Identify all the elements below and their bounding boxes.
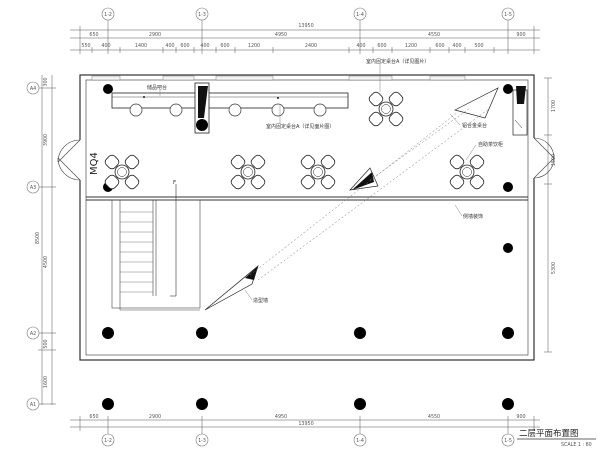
top-dimension-total: 13950 [298, 23, 313, 29]
light-beam-dashed [249, 107, 491, 281]
svg-text:室内固定桌台A（详见面片图）: 室内固定桌台A（详见面片图） [266, 123, 334, 130]
svg-text:1700: 1700 [551, 100, 557, 112]
svg-text:8500: 8500 [35, 232, 41, 244]
table-set-1 [367, 90, 405, 128]
svg-text:1400: 1400 [135, 43, 147, 49]
svg-text:400: 400 [200, 43, 209, 49]
svg-text:室内固定桌台A（详见图片）: 室内固定桌台A（详见图片） [366, 58, 429, 65]
svg-text:1600: 1600 [43, 376, 49, 388]
svg-text:1-4: 1-4 [356, 438, 364, 444]
top-dimension-lines [70, 26, 540, 54]
bar-stools [129, 103, 327, 117]
svg-text:A2: A2 [30, 331, 36, 337]
svg-text:400: 400 [452, 43, 461, 49]
svg-text:2900: 2900 [149, 414, 161, 420]
bar-counter [111, 92, 349, 109]
svg-text:600: 600 [220, 43, 229, 49]
svg-text:550: 550 [81, 43, 90, 49]
structural-columns [102, 84, 514, 410]
svg-text:1-3: 1-3 [198, 438, 206, 444]
door-code-label: MQ4 [89, 152, 100, 175]
top-dimension-sub-segments: 550 400 1400 400 600 400 600 1200 2400 4… [81, 43, 483, 49]
svg-text:4950: 4950 [275, 414, 287, 420]
svg-text:600: 600 [180, 43, 189, 49]
annotation-labels: 储品吧台 室内固定桌台A（详见图片） 室内固定桌台A（详见面片图） 铝合金桌台 … [147, 58, 503, 304]
svg-text:自助茶饮柜: 自助茶饮柜 [478, 141, 503, 148]
svg-text:4950: 4950 [275, 32, 287, 38]
right-door [533, 137, 555, 179]
svg-text:5300: 5300 [551, 262, 557, 274]
stair-treads [120, 211, 153, 293]
right-dimension-labels: 1700 1500 5300 [551, 100, 557, 274]
svg-text:A4: A4 [30, 86, 36, 92]
feature-wall-bottom [204, 264, 259, 311]
svg-text:侧墙装饰: 侧墙装饰 [463, 213, 483, 220]
drawing-title: 二层平面布置图 [519, 428, 579, 439]
svg-text:500: 500 [474, 43, 483, 49]
left-dimension-lines [38, 75, 56, 405]
svg-text:600: 600 [377, 43, 386, 49]
svg-text:1-5: 1-5 [504, 438, 512, 444]
table-set-3 [229, 153, 267, 191]
column-axis-labels-top: 1-2 1-3 1-4 1-5 [104, 12, 512, 18]
svg-text:4550: 4550 [428, 414, 440, 420]
stair-label: F [173, 180, 176, 186]
svg-text:造型墙: 造型墙 [253, 297, 268, 304]
interior-wall [86, 196, 528, 201]
stair-arrow [170, 184, 177, 297]
top-wall-segments [91, 75, 466, 81]
svg-text:500: 500 [43, 339, 49, 348]
svg-text:400: 400 [165, 43, 174, 49]
tea-cabinet [512, 86, 528, 136]
svg-text:400: 400 [101, 43, 110, 49]
column-axis-labels-bottom: 1-2 1-3 1-4 1-5 [104, 438, 512, 444]
svg-text:1-5: 1-5 [504, 12, 512, 18]
svg-text:400: 400 [356, 43, 365, 49]
feature-wall-middle [349, 167, 379, 191]
svg-text:1200: 1200 [248, 43, 260, 49]
svg-text:1-2: 1-2 [104, 438, 112, 444]
svg-text:1200: 1200 [405, 43, 417, 49]
svg-text:铝合金桌台: 铝合金桌台 [462, 122, 487, 129]
table-set-2 [103, 153, 141, 191]
svg-text:4500: 4500 [43, 256, 49, 268]
right-dimension-lines [544, 77, 552, 353]
row-axis-bubbles [26, 81, 40, 411]
svg-text:300: 300 [43, 77, 49, 86]
left-dimension-labels: 300 3900 4500 500 1600 8500 [35, 77, 49, 388]
top-dimension-segments: 650 2900 4950 4550 900 [89, 32, 525, 38]
svg-text:650: 650 [89, 32, 98, 38]
column-axis-bubbles-top [101, 7, 515, 26]
svg-text:13950: 13950 [298, 23, 313, 29]
svg-text:2900: 2900 [149, 32, 161, 38]
row-axis-labels: A4 A3 A2 A1 [30, 86, 36, 408]
svg-text:900: 900 [516, 414, 525, 420]
drawing-title-block: 二层平面布置图 SCALE 1 : 80 [517, 428, 596, 448]
svg-text:A3: A3 [30, 185, 36, 191]
bottom-dimension-total: 13950 [298, 421, 313, 427]
svg-text:900: 900 [516, 32, 525, 38]
svg-text:650: 650 [89, 414, 98, 420]
svg-text:1-4: 1-4 [356, 12, 364, 18]
bottom-dimension-lines [70, 416, 540, 431]
exterior-walls [79, 74, 535, 361]
bottom-dimension-segments: 650 2900 4950 4550 900 [89, 414, 525, 420]
svg-text:储品吧台: 储品吧台 [147, 84, 167, 91]
svg-text:1-3: 1-3 [198, 12, 206, 18]
table-set-4 [299, 153, 337, 191]
svg-text:A1: A1 [30, 402, 36, 408]
svg-text:4550: 4550 [428, 32, 440, 38]
svg-text:600: 600 [435, 43, 444, 49]
left-door [57, 139, 81, 181]
table-set-5 [448, 153, 486, 191]
staircase [111, 199, 201, 311]
annotation-leaders [159, 64, 477, 301]
svg-text:2400: 2400 [305, 43, 317, 49]
drawing-scale: SCALE 1 : 80 [561, 442, 592, 448]
svg-text:1-2: 1-2 [104, 12, 112, 18]
column-axis-bubbles-bottom [101, 431, 515, 447]
feature-wall-top [454, 87, 499, 119]
svg-text:3900: 3900 [43, 134, 49, 146]
